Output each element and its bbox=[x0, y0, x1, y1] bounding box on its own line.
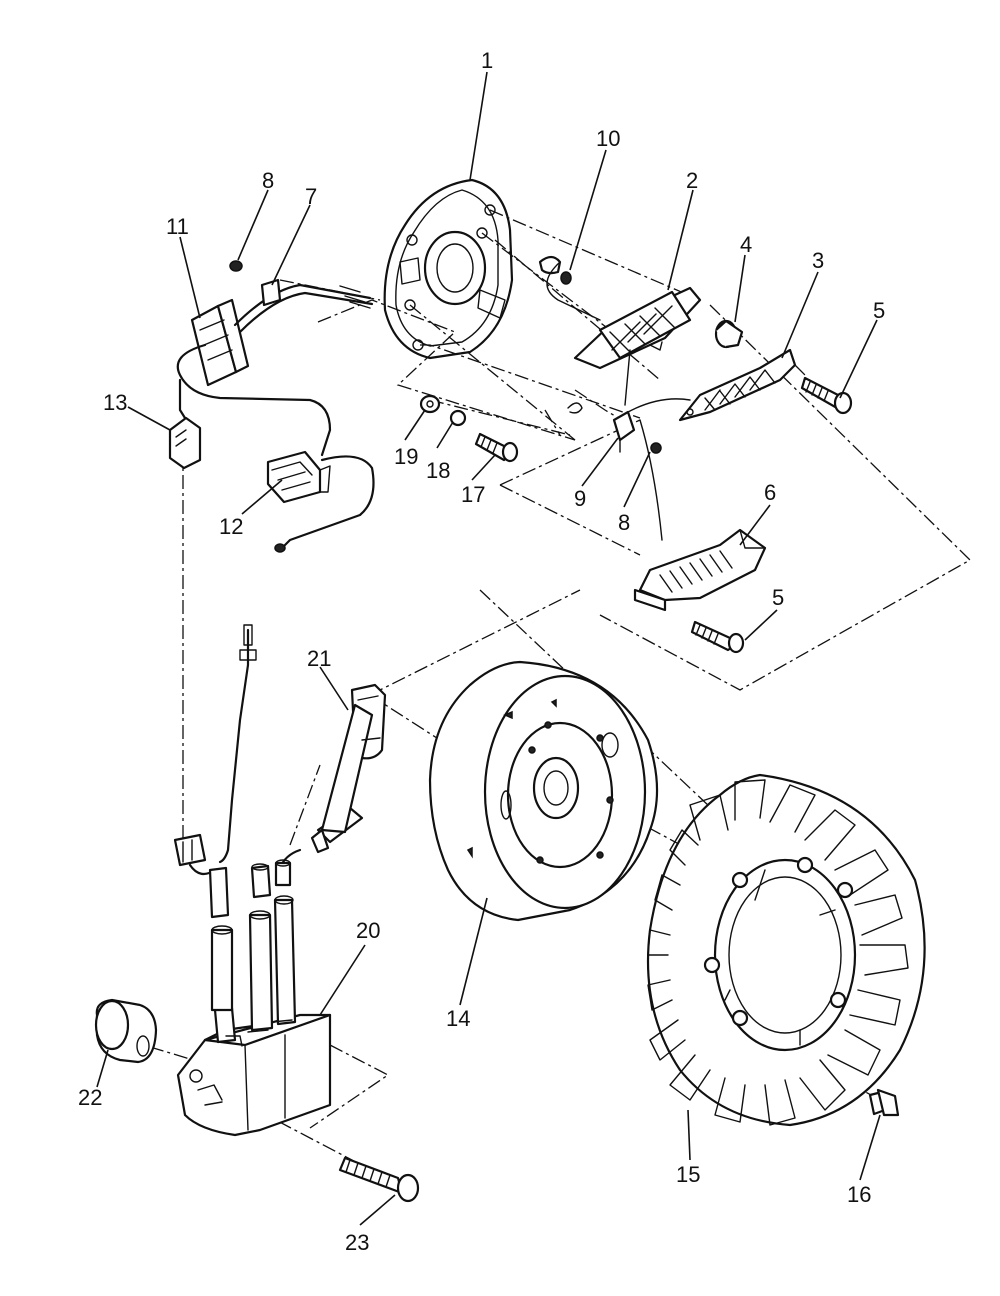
bolt-23 bbox=[338, 1156, 420, 1203]
callout-16: 16 bbox=[847, 1182, 871, 1207]
callout-3: 3 bbox=[812, 248, 824, 273]
flywheel bbox=[428, 660, 659, 922]
charging-coil bbox=[573, 286, 702, 370]
lock-washer-18 bbox=[449, 409, 467, 427]
regulator bbox=[190, 298, 250, 387]
callout-6: 6 bbox=[764, 480, 776, 505]
callout-1: 1 bbox=[481, 48, 493, 73]
callout-18: 18 bbox=[426, 458, 450, 483]
screw-lower bbox=[690, 620, 745, 654]
ignition-coil bbox=[176, 895, 332, 1137]
screw-17 bbox=[474, 432, 519, 463]
spark-plug-cap bbox=[278, 683, 387, 870]
connector-13 bbox=[168, 416, 202, 470]
screw-10 bbox=[538, 255, 601, 321]
callout-5-upper: 5 bbox=[873, 298, 885, 323]
bolt-16 bbox=[868, 1088, 900, 1117]
leader-lines bbox=[96, 71, 881, 1226]
callout-8-upper: 8 bbox=[262, 168, 274, 193]
callout-13: 13 bbox=[103, 390, 127, 415]
pulser-coil bbox=[633, 528, 767, 612]
lighting-coil bbox=[678, 348, 797, 422]
rubber-spacer bbox=[94, 998, 158, 1064]
tubes bbox=[250, 859, 292, 899]
clamp-7 bbox=[260, 278, 282, 307]
callout-5-lower: 5 bbox=[772, 585, 784, 610]
callout-4: 4 bbox=[740, 232, 752, 257]
callout-21: 21 bbox=[307, 646, 331, 671]
cooling-fan bbox=[646, 773, 926, 1127]
callout-12: 12 bbox=[219, 514, 243, 539]
callouts: 1 2 3 4 5 5 6 7 8 8 9 10 11 12 13 14 15 … bbox=[78, 48, 885, 1255]
callout-7: 7 bbox=[305, 184, 317, 209]
ignition-wiring bbox=[173, 624, 257, 919]
callout-14: 14 bbox=[446, 1006, 470, 1031]
screw-upper bbox=[800, 376, 853, 415]
screw-8-lower bbox=[650, 442, 662, 454]
callout-2: 2 bbox=[686, 168, 698, 193]
callout-22: 22 bbox=[78, 1085, 102, 1110]
callout-23: 23 bbox=[345, 1230, 369, 1255]
wire-clamp-9 bbox=[612, 349, 691, 541]
clip bbox=[567, 402, 583, 414]
callout-9: 9 bbox=[574, 486, 586, 511]
callout-10: 10 bbox=[596, 126, 620, 151]
washer-19 bbox=[419, 394, 441, 414]
stator-plate bbox=[383, 178, 514, 360]
callout-11: 11 bbox=[166, 214, 189, 239]
callout-19: 19 bbox=[394, 444, 418, 469]
callout-20: 20 bbox=[356, 918, 380, 943]
screw-8-upper bbox=[229, 260, 243, 272]
rectifier-12 bbox=[266, 450, 375, 553]
callout-17: 17 bbox=[461, 482, 485, 507]
spacer bbox=[714, 319, 744, 349]
callout-8-lower: 8 bbox=[618, 510, 630, 535]
callout-15: 15 bbox=[676, 1162, 700, 1187]
